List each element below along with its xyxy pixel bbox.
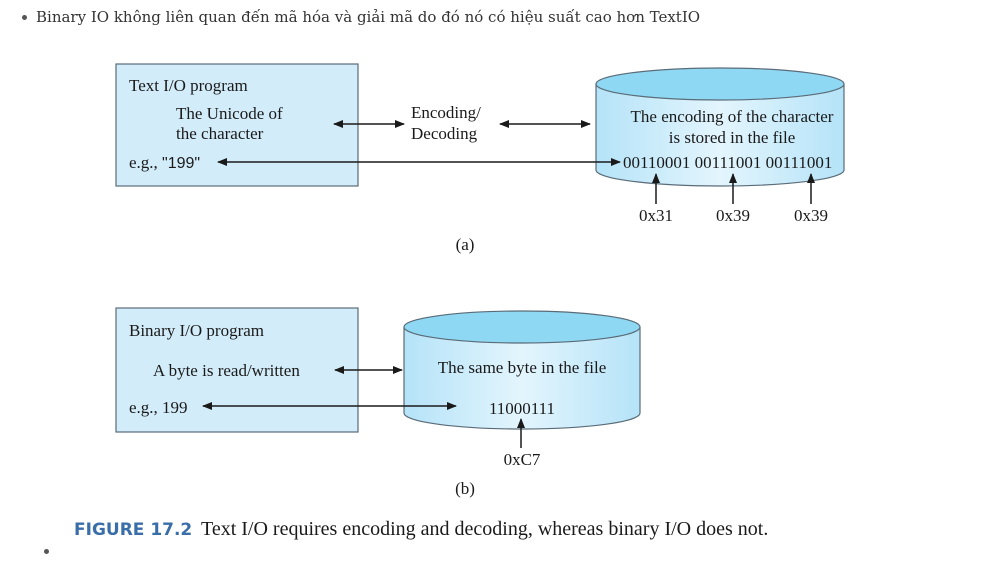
- figure-label: FIGURE 17.2: [74, 520, 192, 540]
- binary-example: e.g., 199: [129, 398, 188, 417]
- file-encoding-line-1: The encoding of the character: [631, 107, 834, 126]
- encoding-label-2: Decoding: [411, 124, 478, 143]
- text-file-bits: 00110001 00111001 00111001: [623, 153, 832, 172]
- file-encoding-line-2: is stored in the file: [669, 128, 796, 147]
- binary-file-cylinder: [403, 310, 641, 430]
- diagram-a-label: (a): [456, 235, 475, 254]
- unicode-line-1: The Unicode of: [176, 104, 283, 123]
- unicode-line-2: the character: [176, 124, 264, 143]
- figure-caption-text: Text I/O requires encoding and decoding,…: [201, 518, 768, 540]
- empty-bullet-dot: [44, 549, 49, 554]
- diagram-b-label: (b): [455, 479, 475, 498]
- binary-io-program-box: [115, 307, 359, 433]
- hex-label-2: 0x39: [716, 206, 750, 225]
- same-byte-text: The same byte in the file: [438, 358, 607, 377]
- text-example-value: "199": [162, 155, 200, 172]
- text-file-cylinder: [595, 67, 845, 187]
- byte-read-written-text: A byte is read/written: [153, 361, 300, 380]
- hex-label-c7: 0xC7: [504, 450, 541, 469]
- bullet-dot: [22, 14, 27, 20]
- text-example: e.g., "199": [129, 153, 200, 172]
- bullet-item: Binary IO không liên quan đến mã hóa và …: [22, 8, 700, 26]
- bullet-text: Binary IO không liên quan đến mã hóa và …: [36, 8, 701, 26]
- text-example-prefix: e.g.,: [129, 153, 162, 172]
- hex-label-1: 0x31: [639, 206, 673, 225]
- binary-io-program-title: Binary I/O program: [129, 321, 264, 340]
- encoding-label-1: Encoding/: [411, 103, 481, 122]
- binary-file-bits: 11000111: [489, 399, 555, 418]
- hex-label-3: 0x39: [794, 206, 828, 225]
- text-io-program-title: Text I/O program: [129, 76, 248, 95]
